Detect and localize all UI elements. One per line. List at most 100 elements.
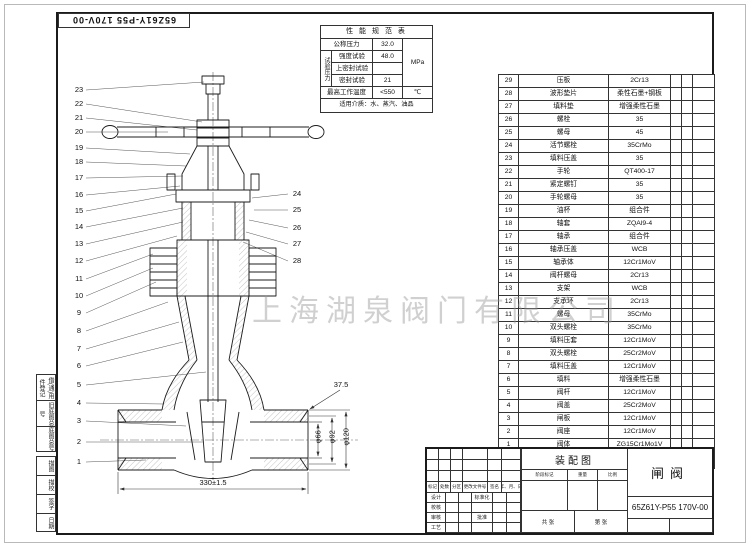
bom-total-weight-cell: [681, 386, 693, 400]
bom-remark-cell: [692, 321, 715, 335]
bom-remark-cell: [692, 308, 715, 322]
bom-remark-cell: [692, 217, 715, 231]
bom-remark-cell: [692, 256, 715, 270]
sheet-number: 第 张: [575, 511, 628, 533]
inverted-drawing-number: 65Z61Y-P55 170V-00: [58, 13, 190, 28]
bom-total-weight-cell: [681, 334, 693, 348]
bom-unit-weight-cell: [670, 243, 682, 257]
margin-label: 日期: [47, 516, 53, 529]
dim-outer-diameter: φ120: [341, 428, 351, 446]
bom-remark-cell: [692, 399, 715, 413]
stage-values-row: [521, 481, 628, 511]
bom-part-material: 2Cr13: [608, 269, 671, 283]
bom-total-weight-cell: [681, 243, 693, 257]
dim-length: 330±1.5: [199, 478, 227, 487]
bom-total-weight-cell: [681, 152, 693, 166]
bom-total-weight-cell: [681, 308, 693, 322]
bom-total-weight-cell: [681, 269, 693, 283]
callout-number: 17: [74, 173, 84, 182]
bom-part-name: 支架: [518, 282, 609, 296]
bom-total-weight-cell: [681, 204, 693, 218]
bom-part-material: 35: [608, 152, 671, 166]
bom-remark-cell: [692, 191, 715, 205]
bom-row: 26 螺栓 35: [498, 113, 715, 127]
bom-part-no: 6: [498, 373, 519, 387]
bom-row: 9 填料压套 12Cr1MoV: [498, 334, 715, 348]
performance-spec-table: 性 能 规 范 表 公称压力 32.0 MPa 试验压力 强度试验 48.0 上…: [320, 25, 433, 113]
bom-part-no: 24: [498, 139, 519, 153]
bom-part-material: 35: [608, 178, 671, 192]
bom-part-no: 3: [498, 412, 519, 426]
callout-number: 22: [74, 99, 84, 108]
bom-part-name: 螺栓: [518, 113, 609, 127]
bom-part-name: 双头螺栓: [518, 347, 609, 361]
bom-total-weight-cell: [681, 425, 693, 439]
stem-top: [201, 75, 225, 121]
bom-part-name: 轴承压盖: [518, 243, 609, 257]
bom-remark-cell: [692, 152, 715, 166]
margin-label: 底图总号: [47, 427, 53, 451]
bom-remark-cell: [692, 373, 715, 387]
rev-header-mark: 标记: [427, 482, 439, 493]
bom-total-weight-cell: [681, 347, 693, 361]
bom-part-material: QT400-17: [608, 165, 671, 179]
bom-row: 5 阀杆 12Cr1MoV: [498, 386, 715, 400]
callout-number: 6: [76, 361, 82, 370]
bom-part-name: 压板: [518, 74, 609, 88]
bom-part-material: 35CrMo: [608, 321, 671, 335]
bom-part-name: 轴承: [518, 230, 609, 244]
rev-header-count: 处数: [439, 482, 451, 493]
bom-remark-cell: [692, 282, 715, 296]
document-type: 装配图: [521, 449, 627, 470]
bom-row: 27 填料垫 增强柔性石墨: [498, 100, 715, 114]
bom-part-name: 填料压套: [518, 334, 609, 348]
bom-part-no: 23: [498, 152, 519, 166]
bom-total-weight-cell: [681, 399, 693, 413]
bom-unit-weight-cell: [670, 139, 682, 153]
bom-row: 28 波形垫片 柔性石墨+钢板: [498, 87, 715, 101]
margin-block-top: 借(通)用件登记 旧底图总号 底图总号: [36, 374, 56, 452]
bom-total-weight-cell: [681, 295, 693, 309]
callout-number: 11: [75, 274, 83, 283]
bom-unit-weight-cell: [670, 321, 682, 335]
bom-total-weight-cell: [681, 165, 693, 179]
nominal-pressure-value: 32.0: [372, 38, 403, 51]
bom-part-material: 2Cr13: [608, 74, 671, 88]
bom-unit-weight-cell: [670, 399, 682, 413]
callout-number: 2: [76, 437, 82, 446]
bom-part-no: 21: [498, 178, 519, 192]
bom-row: 19 油杯 组合件: [498, 204, 715, 218]
callout-number: 4: [76, 398, 82, 407]
yoke: [166, 145, 260, 191]
bom-part-no: 4: [498, 399, 519, 413]
bom-unit-weight-cell: [670, 204, 682, 218]
leader-lines: [85, 81, 289, 463]
callout-number: 15: [74, 206, 84, 215]
rev-header-signature: 签名: [488, 482, 502, 493]
bom-row: 22 手轮 QT400-17: [498, 165, 715, 179]
nominal-pressure-label: 公称压力: [320, 38, 373, 51]
bom-remark-cell: [692, 204, 715, 218]
bom-remark-cell: [692, 126, 715, 140]
callout-number: 20: [74, 127, 84, 136]
bom-unit-weight-cell: [670, 113, 682, 127]
centerlines: [100, 72, 358, 480]
bom-unit-weight-cell: [670, 360, 682, 374]
bom-row: 13 支架 WCB: [498, 282, 715, 296]
signature-table: 设计 标准化 校核 审核 批准 工艺: [427, 493, 521, 533]
bom-part-no: 17: [498, 230, 519, 244]
bom-part-name: 填料压盖: [518, 360, 609, 374]
callout-number: 19: [74, 143, 84, 152]
bom-unit-weight-cell: [670, 126, 682, 140]
bom-part-name: 轴套: [518, 217, 609, 231]
bom-part-material: 12Cr1MoV: [608, 425, 671, 439]
stage-header-row: 阶段标记 重量 比例: [521, 470, 628, 481]
bom-total-weight-cell: [681, 217, 693, 231]
bom-unit-weight-cell: [670, 308, 682, 322]
bom-remark-cell: [692, 74, 715, 88]
bom-row: 17 轴承 组合件: [498, 230, 715, 244]
bom-part-name: 填料: [518, 373, 609, 387]
bom-row: 8 双头螺栓 25Cr2MoV: [498, 347, 715, 361]
strength-test-value: 48.0: [372, 50, 403, 63]
callout-number: 3: [76, 416, 82, 425]
